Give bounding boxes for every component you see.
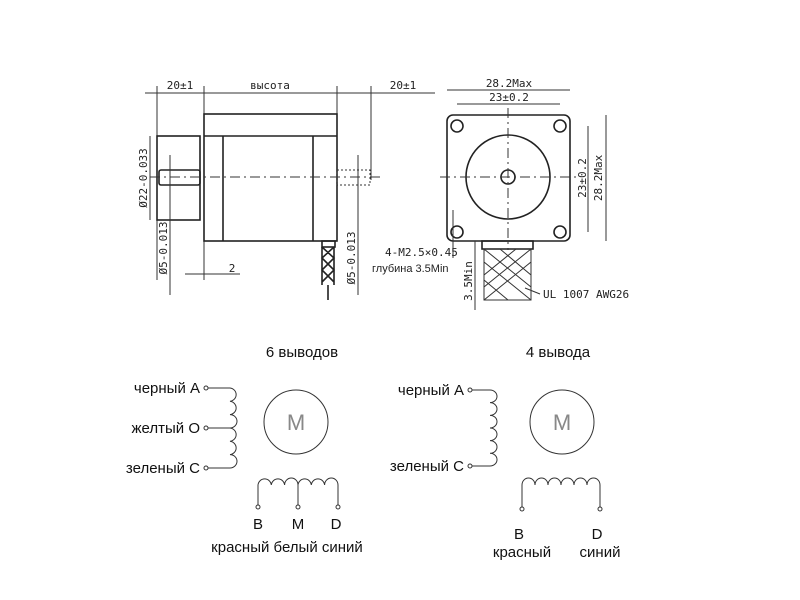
motor-symbol [529, 389, 595, 455]
lead-label: черный A [398, 382, 464, 399]
coil-a [208, 387, 238, 469]
lead-colors: красный белый синий [211, 539, 363, 556]
front-view: 28.2Max 23±0.2 23±0.2 28.2Max 4-M2.5×0.4… [372, 77, 629, 310]
wiring-6-title: 6 выводов [266, 344, 338, 361]
coil-b [521, 477, 601, 507]
wiring-6-leads: 6 выводов черный A желтый O зеленый C M … [126, 344, 363, 556]
lead-label: желтый O [132, 420, 201, 437]
lead-color: синий [580, 544, 621, 561]
wiring-4-title: 4 вывода [526, 344, 591, 361]
lead-label: черный A [134, 380, 200, 397]
dim-flange-diameter: Ø22-0.033 [137, 148, 150, 208]
dim-hole-spacing-v: 23±0.2 [576, 158, 589, 198]
motor-symbol-letter: M [287, 410, 305, 435]
dim-hole-spacing-h: 23±0.2 [489, 91, 529, 104]
dim-rear-shaft: Ø5-0.013 [345, 232, 358, 285]
thread-depth: глубина 3.5Min [372, 263, 449, 275]
thread-spec: 4-M2.5×0.45 [385, 246, 458, 259]
coil-b [257, 477, 339, 505]
dim-body-height: высота [250, 79, 290, 92]
side-view: 20±1 высота 20±1 2 Ø22-0.033 Ø5-0.013 Ø5… [137, 79, 435, 300]
flange [156, 135, 201, 221]
motor-symbol-letter: M [553, 410, 571, 435]
lead-label: зеленый C [390, 458, 464, 475]
dim-height-max: 28.2Max [592, 154, 605, 201]
dim-front-length: 20±1 [167, 79, 194, 92]
lead-letter: D [331, 516, 342, 533]
coil-a [472, 389, 498, 467]
dim-flange-thickness: 2 [229, 262, 236, 275]
dim-rear-length: 20±1 [390, 79, 417, 92]
dim-front-shaft: Ø5-0.013 [157, 222, 170, 275]
motor-symbol [263, 389, 329, 455]
lead-letter: B [253, 516, 263, 533]
lead-letter: B [514, 526, 524, 543]
wire-spec: UL 1007 AWG26 [543, 288, 629, 301]
dim-width-max: 28.2Max [486, 77, 533, 90]
lead-label: зеленый C [126, 460, 200, 477]
lead-letter: D [592, 526, 603, 543]
wiring-4-leads: 4 вывода черный A зеленый C M B D красны… [390, 344, 621, 561]
wire-length-dim: 3.5Min [462, 261, 475, 301]
lead-color: красный [493, 544, 551, 561]
lead-letter: M [292, 516, 305, 533]
